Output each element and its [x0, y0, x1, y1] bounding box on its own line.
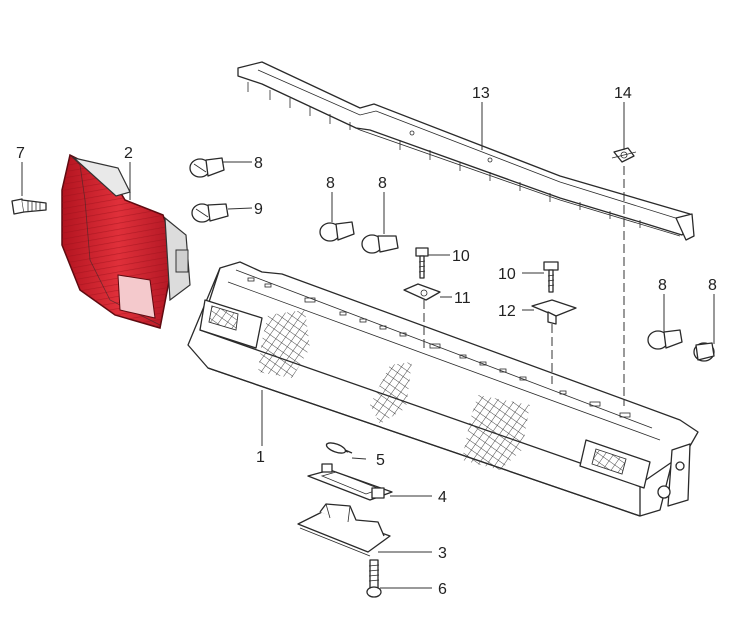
callout-10-b: 10	[498, 266, 516, 283]
callout-10-a: 10	[452, 248, 470, 265]
main-panel	[187, 261, 699, 517]
clip-11	[403, 283, 441, 301]
screw-7	[11, 198, 47, 215]
leader-lines	[21, 102, 715, 589]
callout-14: 14	[614, 85, 632, 102]
callout-7: 7	[16, 145, 25, 162]
clip-12	[531, 299, 577, 325]
tail-light-lens	[61, 153, 191, 329]
callout-12: 12	[498, 303, 516, 320]
bulb-8-d	[647, 329, 683, 350]
screw-10-b	[543, 261, 559, 293]
bulb-8-e	[693, 342, 715, 362]
callout-8-b: 8	[326, 175, 335, 192]
license-light-lens	[307, 463, 393, 501]
callout-3: 3	[438, 545, 447, 562]
callout-2: 2	[124, 145, 133, 162]
callout-5: 5	[376, 452, 385, 469]
callout-8-d: 8	[658, 277, 667, 294]
callout-8-a: 8	[254, 155, 263, 172]
screw-6	[366, 559, 382, 598]
bulb-8-b	[319, 221, 355, 242]
callout-4: 4	[438, 489, 447, 506]
callout-8-c: 8	[378, 175, 387, 192]
assembly-lines	[423, 166, 625, 406]
callout-1: 1	[256, 449, 265, 466]
clip-nut	[611, 147, 637, 163]
callout-9: 9	[254, 201, 263, 218]
callout-13: 13	[472, 85, 490, 102]
bulb-9	[191, 203, 229, 223]
callout-8-e: 8	[708, 277, 717, 294]
bulb-5	[325, 442, 353, 454]
callout-6: 6	[438, 581, 447, 598]
callout-labels: 7 2 8 9 8 8 10 11 10 12 13 14 8 8 1 5 4 …	[16, 85, 717, 598]
bulb-8-c	[361, 234, 399, 254]
screw-10-a	[415, 247, 429, 279]
callout-11: 11	[454, 290, 471, 307]
trim-strip	[237, 61, 695, 241]
license-light-housing	[297, 503, 391, 557]
bulb-8-a	[189, 157, 225, 178]
